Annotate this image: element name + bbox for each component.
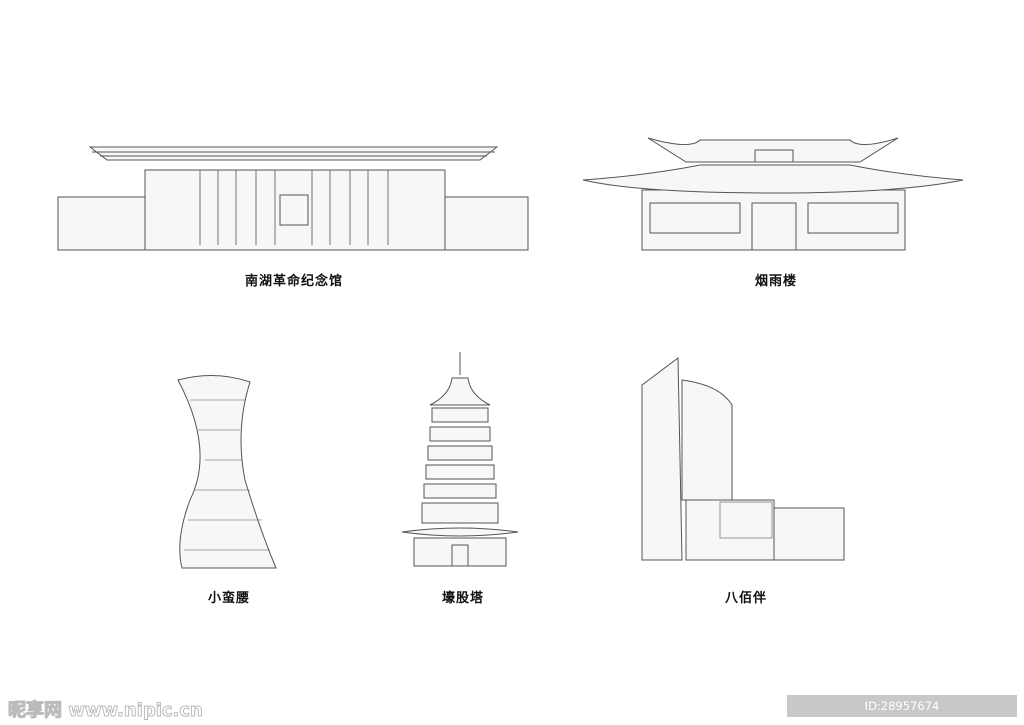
yanyu-tower-drawing: [582, 137, 964, 251]
label-babaiban: 八佰伴: [724, 591, 768, 606]
label-haogu-pagoda: 壕股塔: [441, 591, 485, 606]
haogu-pagoda-drawing: [401, 352, 519, 567]
nanhu-memorial-hall-drawing: [57, 146, 529, 251]
image-id-watermark: ID:28957674 NO:20220223100105630108: [787, 695, 1017, 725]
label-canton-tower: 小蛮腰: [207, 591, 251, 606]
label-yanyu-tower: 烟雨楼: [754, 274, 798, 289]
site-watermark: 昵享网 www.nipic.cn: [8, 700, 204, 722]
canton-tower-drawing: [177, 374, 277, 569]
babaiban-building-drawing: [641, 357, 845, 561]
label-nanhu-memorial-hall: 南湖革命纪念馆: [244, 274, 344, 289]
